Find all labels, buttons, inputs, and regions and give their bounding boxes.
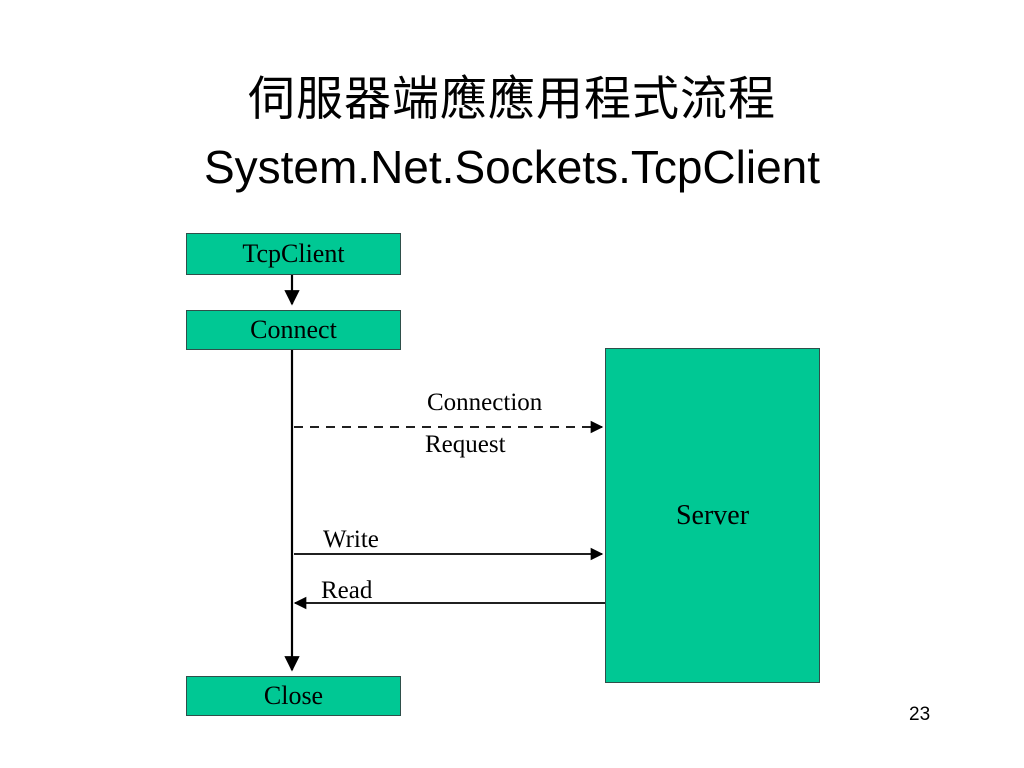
- node-server[interactable]: Server: [605, 348, 820, 683]
- slide-title-class-name: System.Net.Sockets.TcpClient: [203, 141, 821, 193]
- node-tcpclient[interactable]: TcpClient: [186, 233, 401, 275]
- slide-title-chinese: 伺服器端應應用程式流程: [248, 72, 776, 127]
- node-connect-label: Connect: [250, 315, 337, 344]
- edge-label-request: Request: [425, 431, 506, 458]
- edge-label-read: Read: [321, 577, 373, 604]
- node-close-label: Close: [263, 681, 324, 710]
- node-server-label: Server: [675, 499, 750, 531]
- node-connect[interactable]: Connect: [186, 310, 401, 350]
- node-tcpclient-label: TcpClient: [242, 239, 345, 268]
- edge-label-connection: Connection: [427, 389, 543, 416]
- edge-label-write: Write: [323, 526, 379, 553]
- page-number: 23: [909, 704, 931, 725]
- node-close[interactable]: Close: [186, 676, 401, 716]
